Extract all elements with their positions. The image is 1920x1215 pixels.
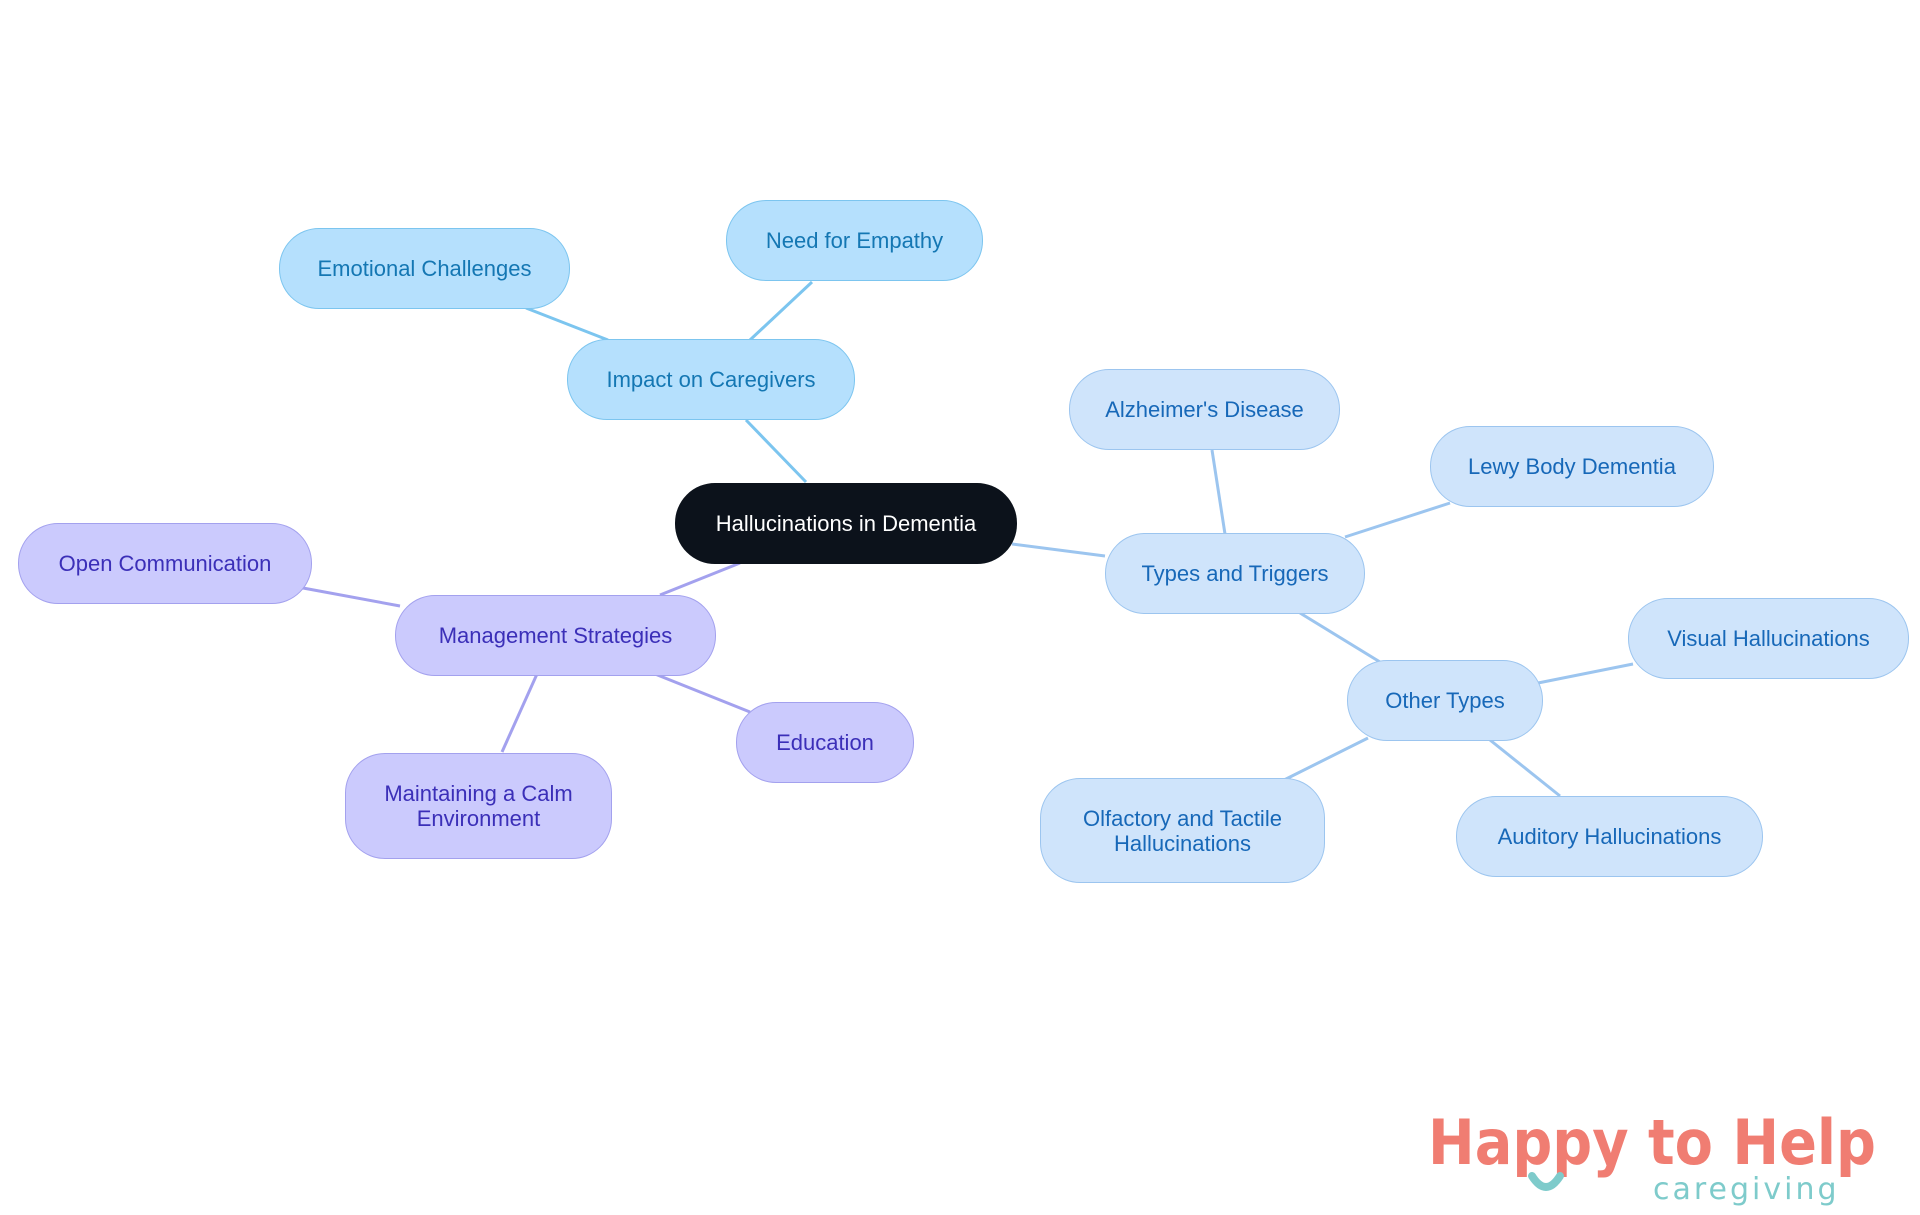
node-olfactory-tactile-hallucinations: Olfactory and Tactile Hallucinations (1040, 778, 1325, 883)
node-education: Education (736, 702, 914, 783)
node-visual-hallucinations: Visual Hallucinations (1628, 598, 1909, 679)
edge-other-visual (1537, 662, 1634, 685)
edge-management-open (302, 586, 401, 608)
edge-other-olfactory (1283, 736, 1369, 782)
node-auditory-hallucinations: Auditory Hallucinations (1456, 796, 1763, 877)
edge-types-other (1299, 611, 1381, 664)
emotional-challenges-label: Emotional Challenges (317, 256, 532, 281)
node-emotional-challenges: Emotional Challenges (279, 228, 570, 309)
olfactory-label-line2: Hallucinations (1114, 830, 1251, 856)
edge-root-management (659, 561, 741, 597)
node-maintaining-calm-environment: Maintaining a Calm Environment (345, 753, 612, 859)
edge-impact-emotional (525, 306, 609, 342)
edge-root-types (1011, 542, 1106, 558)
need-for-empathy-label: Need for Empathy (765, 228, 944, 253)
branch-impact-on-caregivers: Impact on Caregivers (567, 339, 855, 420)
education-label: Education (776, 730, 874, 755)
other-types-label: Other Types (1385, 688, 1505, 713)
lewy-body-dementia-label: Lewy Body Dementia (1468, 454, 1676, 479)
branch-management-label: Management Strategies (438, 623, 673, 648)
edge-management-calm (500, 673, 539, 753)
edge-other-auditory (1489, 738, 1561, 798)
node-need-for-empathy: Need for Empathy (726, 200, 983, 281)
calm-label-line1: Maintaining a Calm (384, 781, 573, 806)
branch-management-strategies: Management Strategies (395, 595, 716, 676)
node-alzheimers-disease: Alzheimer's Disease (1069, 369, 1340, 450)
edge-root-impact (744, 418, 808, 484)
root-label: Hallucinations in Dementia (715, 511, 977, 536)
node-lewy-body-dementia: Lewy Body Dementia (1430, 426, 1714, 507)
smile-icon (1528, 1172, 1564, 1191)
logo-title: Happy to Help (1428, 1106, 1876, 1179)
root-node: Hallucinations in Dementia (675, 483, 1017, 564)
auditory-hallucinations-label: Auditory Hallucinations (1497, 824, 1722, 849)
logo-subtitle: caregiving (1653, 1172, 1840, 1207)
edge-impact-empathy (748, 280, 814, 342)
edge-types-lewy (1344, 501, 1451, 539)
node-open-communication: Open Communication (18, 523, 312, 604)
branch-types-and-triggers: Types and Triggers (1105, 533, 1365, 614)
edge-types-alzheimers (1210, 449, 1227, 535)
visual-hallucinations-label: Visual Hallucinations (1667, 626, 1870, 651)
node-other-types: Other Types (1347, 660, 1543, 741)
open-communication-label: Open Communication (58, 551, 272, 576)
olfactory-label-line1: Olfactory and Tactile (1083, 805, 1282, 831)
happy-to-help-logo: Happy to Help caregiving (1428, 1106, 1876, 1207)
edge-management-education (654, 672, 751, 714)
calm-label-line2: Environment (416, 806, 541, 831)
branch-types-label: Types and Triggers (1141, 561, 1329, 586)
alzheimers-disease-label: Alzheimer's Disease (1105, 397, 1304, 422)
branch-impact-label: Impact on Caregivers (606, 367, 816, 392)
